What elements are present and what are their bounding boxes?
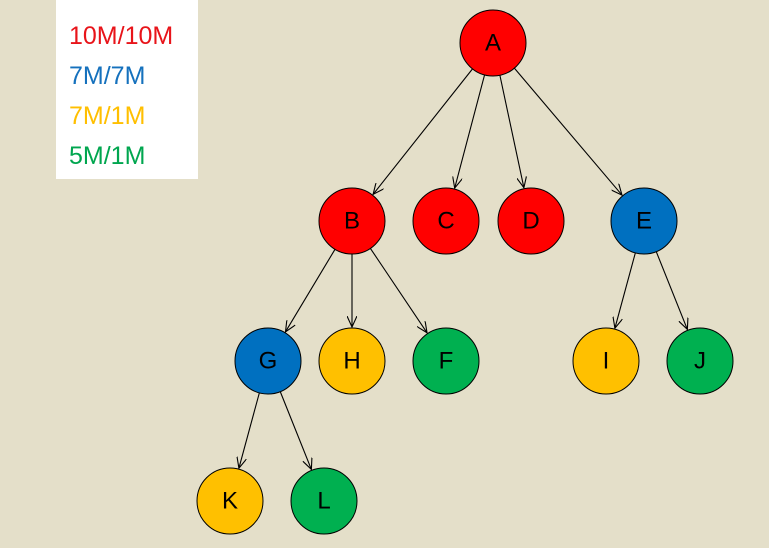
node-b: B [318,187,386,255]
node-g: G [234,327,302,395]
node-c: C [412,187,480,255]
edge-a-e [513,67,622,195]
node-k-label: K [222,487,238,514]
edge-b-f [369,248,427,332]
node-e: E [610,187,678,255]
node-i-label: I [603,347,610,374]
node-h: H [318,327,386,395]
node-f-label: F [439,347,454,374]
node-e-circle [610,187,678,255]
node-d-circle [497,187,565,255]
node-d-label: D [522,207,539,234]
node-b-circle [318,187,386,255]
legend-entry-10m-10m: 10M/10M [69,22,174,50]
node-b-label: B [344,207,360,234]
legend: 10M/10M 7M/7M 7M/1M 5M/1M [56,0,198,179]
node-f: F [412,327,480,395]
edge-b-g [285,249,336,332]
node-l-circle [290,467,358,535]
edge-e-j [655,251,687,330]
edge-e-i [615,252,636,328]
node-j-label: J [694,347,706,374]
node-k-circle [196,467,264,535]
node-j: J [666,327,734,395]
node-a: A [459,9,527,77]
node-i-circle [572,327,640,395]
node-a-label: A [485,29,501,56]
node-f-circle [412,327,480,395]
node-g-circle [234,327,302,395]
node-h-label: H [343,347,360,374]
node-c-circle [412,187,480,255]
node-k: K [196,467,264,535]
node-l-label: L [317,487,330,514]
nodes: A B C D E G H F I J K L [196,9,734,535]
edge-a-c [455,74,486,188]
node-c-label: C [437,207,454,234]
node-h-circle [318,327,386,395]
edge-g-k [239,392,260,468]
node-e-label: E [636,207,652,234]
legend-entry-7m-7m: 7M/7M [69,62,146,90]
legend-entry-5m-1m: 5M/1M [69,142,146,170]
edge-a-b [373,68,473,194]
node-a-circle [459,9,527,77]
edge-a-d [499,75,524,187]
node-j-circle [666,327,734,395]
node-d: D [497,187,565,255]
node-g-label: G [259,347,278,374]
edges [239,67,687,470]
node-l: L [290,467,358,535]
edge-g-l [279,391,311,470]
legend-entry-7m-1m: 7M/1M [69,102,146,130]
node-i: I [572,327,640,395]
